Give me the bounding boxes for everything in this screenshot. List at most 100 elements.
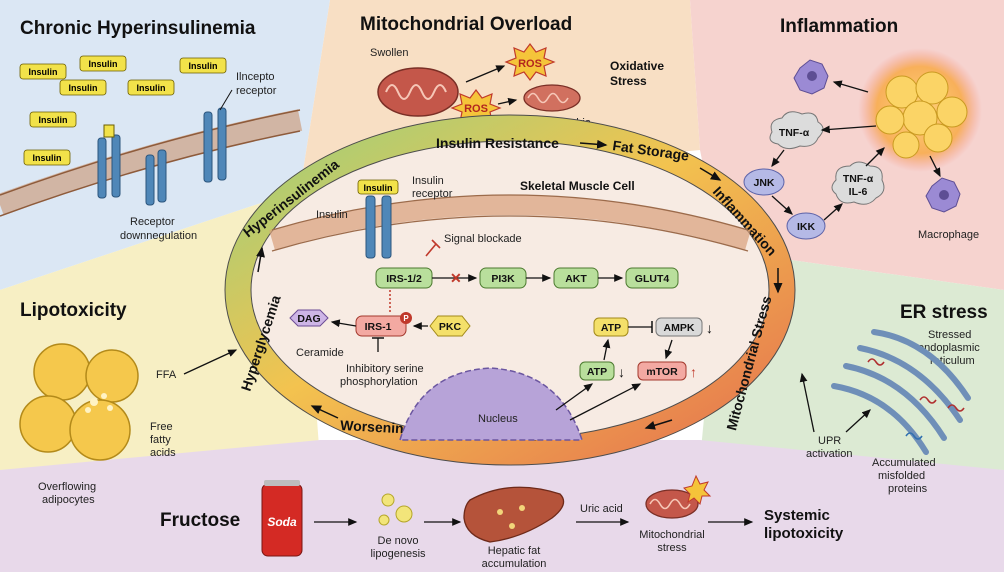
svg-text:ATP: ATP (601, 322, 621, 334)
oxidative-stress-label: Stress (610, 74, 647, 88)
ffa-label: FFA (156, 369, 177, 381)
receptor-label: receptor (236, 85, 277, 97)
ring-arrow (699, 167, 722, 181)
svg-text:Insulin: Insulin (137, 83, 166, 93)
arrow (799, 372, 815, 433)
arrow (929, 155, 941, 178)
free-fatty-acids-label: acids (150, 447, 176, 459)
arrow (865, 147, 885, 167)
irs12-node: IRS-1/2 (375, 267, 433, 289)
misfolded-label: misfolded (878, 470, 925, 482)
svg-text:Insulin: Insulin (33, 153, 62, 163)
macrophage-icon (925, 177, 961, 213)
mitochondria-icon (377, 67, 459, 117)
upr-label: UPR (818, 435, 841, 447)
adipose-cluster-icon (858, 48, 982, 172)
arrow (771, 149, 785, 168)
adipocytes-icon (19, 343, 139, 461)
misfolded-label: Accumulated (872, 457, 936, 469)
mito-title: Mitochondrial Overload (360, 14, 572, 35)
svg-text:TNF-α: TNF-α (843, 173, 874, 185)
fructose-title: Fructose (160, 510, 240, 531)
svg-text:IL-6: IL-6 (849, 186, 868, 198)
ring-arrow (579, 139, 608, 149)
inflammation-title: Inflammation (780, 16, 898, 37)
svg-text:PKC: PKC (439, 321, 462, 333)
svg-text:IRS-1/2: IRS-1/2 (386, 273, 422, 285)
mito-stress-label: Mitochondrial (639, 529, 704, 541)
overflowing-label: Overflowing (38, 481, 96, 493)
atp-node: ATP (593, 317, 629, 337)
svg-text:JNK: JNK (753, 177, 774, 189)
receptor-icon (97, 107, 227, 206)
tnf-il6-node: TNF-α IL-6 (831, 161, 885, 205)
liver-icon (463, 486, 565, 543)
svg-text:Insulin: Insulin (29, 67, 58, 77)
signal-blockade-label: Signal blockade (444, 233, 522, 245)
arrow (602, 338, 611, 361)
insulin-tag: Insulin (59, 79, 107, 96)
overflowing-label: adipocytes (42, 494, 95, 506)
ring-label-insulin-resistance: Insulin Resistance (436, 135, 559, 151)
svg-text:Soda: Soda (267, 515, 297, 529)
svg-text:ATP: ATP (587, 366, 607, 378)
oxidative-stress-label: Oxidative (610, 59, 664, 73)
macrophage-icon (793, 59, 829, 95)
arrow (497, 97, 518, 106)
blockade-bar (431, 239, 441, 249)
misfolded-protein-icon (867, 358, 965, 440)
svg-text:TNF-α: TNF-α (779, 127, 810, 139)
down-arrow-icon: ↓ (618, 364, 625, 380)
svg-text:AMPK: AMPK (664, 322, 695, 334)
denovo-label: lipogenesis (370, 548, 426, 560)
up-arrow-icon: ↑ (690, 364, 697, 380)
ikk-node: IKK (786, 212, 826, 240)
nucleus-label: Nucleus (478, 413, 518, 425)
svg-text:DAG: DAG (297, 313, 320, 325)
stressed-er-label: endoplasmic (918, 342, 980, 354)
stressed-er-label: Stressed (928, 329, 971, 341)
arrow (330, 319, 357, 328)
uric-acid-label: Uric acid (580, 503, 623, 515)
block-x-icon: ✕ (450, 270, 462, 286)
svg-text:mTOR: mTOR (646, 366, 678, 378)
systemic-label: lipotoxicity (764, 525, 844, 542)
irs1-node: IRS-1 P (355, 312, 412, 337)
svg-text:IRS-1: IRS-1 (365, 321, 392, 333)
hepatic-label: Hepatic fat (488, 545, 541, 557)
svg-text:ROS: ROS (464, 103, 488, 115)
insulin-tag: Insulin (179, 57, 227, 74)
ceramide-label: Ceramide (296, 347, 344, 359)
arrow (465, 65, 506, 83)
svg-text:Insulin: Insulin (364, 183, 393, 193)
pi3k-node: PI3K (479, 267, 527, 289)
svg-text:PI3K: PI3K (491, 273, 515, 285)
insulin-tag: Insulin (29, 111, 77, 128)
insulin-tag: Insulin (19, 63, 67, 80)
mito-stress-label: stress (657, 542, 687, 554)
svg-text:ROS: ROS (518, 58, 542, 70)
ring-arrow (310, 405, 339, 419)
arrow (555, 383, 594, 411)
upr-label: activation (806, 448, 852, 460)
mtor-node: mTOR (637, 361, 687, 381)
insulin-tag: Insulin (79, 55, 127, 72)
dag-node: DAG (289, 309, 329, 327)
lipid-droplets-icon (378, 493, 413, 526)
swollen-label: Swollen (370, 47, 409, 59)
hepatic-label: accumulation (482, 558, 547, 570)
svg-text:Insulin: Insulin (189, 61, 218, 71)
insulin-receptor-label: Insulin (412, 175, 444, 187)
ring-arrow (256, 246, 265, 273)
ampk-node: AMPK (655, 317, 703, 337)
arrow (823, 203, 843, 221)
blockade-line (425, 243, 437, 257)
down-arrow-icon: ↓ (706, 320, 713, 336)
arrow (832, 80, 869, 93)
downreg-label: downnegulation (120, 230, 197, 242)
glut4-node: GLUT4 (625, 267, 679, 289)
muscle-cell-membrane (269, 194, 751, 252)
insulin-molecules: Insulin Insulin Insulin Insulin Insulin … (19, 55, 227, 166)
tnf-node: TNF-α (769, 111, 824, 150)
